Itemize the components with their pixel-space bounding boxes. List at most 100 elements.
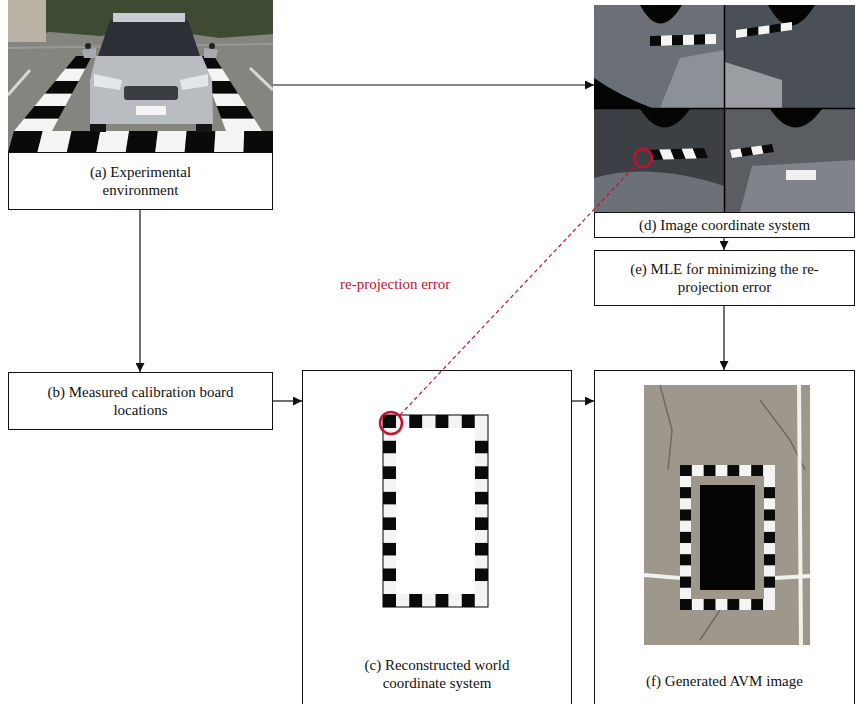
checker-square xyxy=(383,505,396,518)
checker-strip xyxy=(648,148,708,160)
checker-square xyxy=(383,415,396,428)
checker-square xyxy=(155,131,186,152)
checker-square xyxy=(680,565,691,576)
grille xyxy=(124,86,178,100)
caption-box: (f) Generated AVM image xyxy=(595,667,854,695)
camera xyxy=(209,43,215,49)
checker-square xyxy=(475,530,488,543)
license-plate xyxy=(786,170,816,180)
checker-square xyxy=(45,81,79,94)
node-label: (b) Measured calibration board locations xyxy=(46,383,236,419)
checker-square xyxy=(37,131,71,152)
checker-square xyxy=(716,465,728,476)
checker-square xyxy=(475,441,488,454)
checker-square xyxy=(764,577,775,588)
checker-square xyxy=(475,454,488,467)
checker-square xyxy=(680,487,691,498)
car-part xyxy=(660,50,724,108)
checker-square xyxy=(475,492,488,505)
checker-square xyxy=(716,599,728,610)
pattern-outline xyxy=(383,415,488,607)
checker-square xyxy=(751,465,763,476)
checker-square xyxy=(475,466,488,479)
fisheye-mask xyxy=(770,109,822,128)
avm-panel: (f) Generated AVM image xyxy=(594,370,855,704)
calibration-pattern xyxy=(383,415,488,607)
checker-square xyxy=(409,594,422,607)
pavement xyxy=(8,0,273,152)
checker-square xyxy=(383,492,396,505)
checker-square xyxy=(730,149,743,159)
caption-box: (c) Reconstructed world coordinate syste… xyxy=(303,649,571,699)
checker-square xyxy=(475,594,488,607)
fisheye-mask xyxy=(640,109,690,128)
checker-square xyxy=(728,599,740,610)
checker-strip xyxy=(764,476,775,599)
marked-corner xyxy=(380,412,402,434)
checker-square xyxy=(475,581,488,594)
car-area xyxy=(700,485,755,590)
front-view xyxy=(594,5,724,108)
mirror xyxy=(82,48,218,58)
checker-square xyxy=(680,543,691,554)
crack xyxy=(660,385,805,640)
checker-square xyxy=(35,94,72,107)
camera xyxy=(85,43,91,49)
checker-square xyxy=(409,415,422,428)
checker-square xyxy=(680,465,692,476)
camera-images xyxy=(594,5,855,212)
checker-square xyxy=(762,144,775,154)
checker-square xyxy=(705,34,716,44)
checker-square xyxy=(728,465,740,476)
checker-strip xyxy=(8,131,273,152)
checker-square xyxy=(475,428,488,441)
checker-square xyxy=(449,415,462,428)
world-panel: (c) Reconstructed world coordinate syste… xyxy=(302,370,572,704)
checker-square xyxy=(739,599,751,610)
checker-square xyxy=(383,454,396,467)
car-photo xyxy=(8,0,273,152)
checker-strip xyxy=(680,465,775,476)
checker-square xyxy=(764,521,775,532)
checker-square xyxy=(704,465,716,476)
checker-square xyxy=(680,498,691,509)
flow-arrow xyxy=(139,210,140,372)
checker-square xyxy=(221,119,262,132)
fisheye-mask xyxy=(640,5,682,24)
checker-square xyxy=(763,465,775,476)
checker-square xyxy=(758,25,769,35)
marked-corner xyxy=(634,149,652,167)
checker-square xyxy=(680,599,692,610)
checker-square xyxy=(704,599,716,610)
checker-square xyxy=(214,131,244,152)
car-part xyxy=(725,62,782,108)
checker-square xyxy=(692,599,704,610)
checker-square xyxy=(383,556,396,569)
checker-square xyxy=(764,532,775,543)
flow-arrow xyxy=(273,84,594,85)
checker-square xyxy=(126,131,158,152)
checker-strip xyxy=(383,594,488,607)
checker-strip xyxy=(650,34,716,46)
image-panel: (d) Image coordinate system xyxy=(594,0,855,238)
checker-square xyxy=(764,510,775,521)
roof xyxy=(113,13,185,22)
rear-view xyxy=(725,109,855,212)
checker-square xyxy=(96,131,129,152)
checker-square xyxy=(449,594,462,607)
checker-square xyxy=(764,476,775,487)
checker-square xyxy=(383,530,396,543)
checker-square xyxy=(422,594,435,607)
checker-strip xyxy=(730,144,774,158)
ground xyxy=(644,385,810,645)
process-box: (b) Measured calibration board locations xyxy=(8,372,273,430)
view-divider xyxy=(594,5,855,212)
checker-square xyxy=(680,588,691,599)
checker-square xyxy=(436,594,449,607)
checker-square xyxy=(751,146,764,156)
car-body xyxy=(90,56,213,124)
road-line xyxy=(799,385,801,645)
checker-square xyxy=(212,94,246,107)
